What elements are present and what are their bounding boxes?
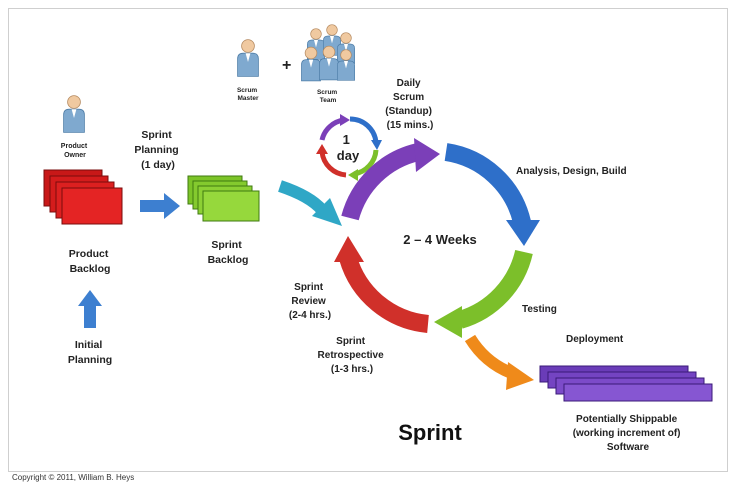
scrum-master-label: Scrum Master [237,87,259,102]
diagram-title: Sprint [398,420,462,445]
diagram-frame [8,8,728,472]
initial-planning-arrow [78,290,102,328]
cycle-duration-label: 2 – 4 Weeks [403,232,476,247]
deployment-label: Deployment [566,334,624,345]
analysis-label: Analysis, Design, Build [516,166,627,177]
scrum-master-icon [237,39,259,77]
daily-cycle-label: 1 day [337,132,360,163]
product-backlog-stack [43,169,123,225]
sprint-backlog-stack [187,175,260,222]
plus-sign: + [282,57,291,74]
sprint-retrospective-label: Sprint Retrospective (1-3 hrs.) [318,336,387,375]
cycle-arrowhead-purple [414,138,440,172]
deploy-arrow [464,334,534,390]
shippable-label: Potentially Shippable (working increment… [573,414,684,453]
scrum-team-label: Scrum Team [317,89,339,104]
backlog-to-sprint-arrow [278,180,342,226]
product-owner-icon [63,95,85,133]
daily-scrum-label: Daily Scrum (Standup) (15 mins.) [385,78,434,131]
testing-label: Testing [522,304,557,315]
cycle-arrowhead-red [334,236,364,262]
product-backlog-label: Product Backlog [69,248,112,275]
cycle-arrowhead-green [434,306,462,338]
copyright-notice: Copyright © 2011, William B. Heys [12,473,135,482]
initial-planning-label: Initial Planning [68,339,112,366]
sprint-planning-label: Sprint Planning (1 day) [134,129,181,171]
daily-cycle [316,114,382,181]
cycle-arrowhead-blue [506,220,540,246]
sprint-planning-arrow [140,193,180,219]
sprint-backlog-label: Sprint Backlog [208,239,249,266]
shippable-stack [539,365,713,402]
sprint-review-label: Sprint Review (2-4 hrs.) [289,282,331,321]
sprint-cycle [334,138,540,338]
product-owner-label: Product Owner [61,143,89,159]
scrum-team-icon [301,24,356,82]
